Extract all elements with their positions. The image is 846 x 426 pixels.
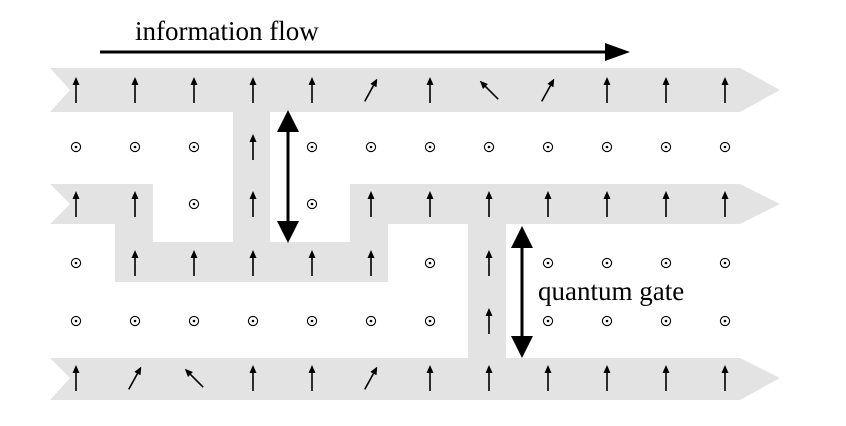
- out-of-plane-spin-icon: [70, 257, 82, 269]
- spin-up-arrow-icon: [662, 365, 670, 391]
- out-of-plane-spin-icon: [483, 141, 495, 153]
- spin-up-arrow-icon: [603, 77, 611, 103]
- spin-up-arrow-icon: [190, 77, 198, 103]
- information-flow-arrow: [100, 43, 630, 61]
- out-of-plane-spin-icon: [719, 315, 731, 327]
- out-of-plane-spin-icon: [424, 141, 436, 153]
- quantum-gate-label: quantum gate: [538, 276, 685, 306]
- out-of-plane-spin-icon: [542, 315, 554, 327]
- out-of-plane-spin-icon: [424, 257, 436, 269]
- spin-lattice: [70, 77, 731, 391]
- tilted-left-arrow-icon: [184, 368, 204, 388]
- out-of-plane-spin-icon: [719, 257, 731, 269]
- out-of-plane-spin-icon: [306, 141, 318, 153]
- band-middle-channel: [50, 184, 780, 282]
- out-of-plane-spin-icon: [424, 315, 436, 327]
- spin-up-arrow-icon: [308, 77, 316, 103]
- out-of-plane-spin-icon: [365, 315, 377, 327]
- band-top-connector: [233, 108, 270, 188]
- spin-up-arrow-icon: [485, 250, 493, 276]
- band-bottom-channel: [50, 358, 780, 400]
- spin-up-arrow-icon: [249, 77, 257, 103]
- spin-up-arrow-icon: [131, 77, 139, 103]
- out-of-plane-spin-icon: [70, 315, 82, 327]
- tilted-left-arrow-icon: [479, 80, 499, 100]
- spin-up-arrow-icon: [485, 191, 493, 217]
- qubit-channels: [50, 68, 780, 400]
- spin-up-arrow-icon: [544, 191, 552, 217]
- quantum-gate-double-arrow: [511, 226, 533, 358]
- spin-up-arrow-icon: [131, 191, 139, 217]
- spin-up-arrow-icon: [72, 77, 80, 103]
- spin-up-arrow-icon: [249, 250, 257, 276]
- out-of-plane-spin-icon: [129, 141, 141, 153]
- spin-up-arrow-icon: [72, 365, 80, 391]
- tilted-right-arrow-icon: [541, 78, 555, 102]
- out-of-plane-spin-icon: [70, 141, 82, 153]
- out-of-plane-spin-icon: [601, 315, 613, 327]
- spin-up-arrow-icon: [721, 191, 729, 217]
- spin-up-arrow-icon: [485, 365, 493, 391]
- spin-up-arrow-icon: [426, 365, 434, 391]
- spin-up-arrow-icon: [485, 308, 493, 334]
- spin-up-arrow-icon: [603, 365, 611, 391]
- spin-up-arrow-icon: [72, 191, 80, 217]
- out-of-plane-spin-icon: [306, 198, 318, 210]
- spin-up-arrow-icon: [308, 365, 316, 391]
- out-of-plane-spin-icon: [660, 257, 672, 269]
- tilted-right-arrow-icon: [364, 78, 378, 102]
- out-of-plane-spin-icon: [601, 141, 613, 153]
- out-of-plane-spin-icon: [601, 257, 613, 269]
- spin-up-arrow-icon: [367, 250, 375, 276]
- spin-up-arrow-icon: [131, 250, 139, 276]
- out-of-plane-spin-icon: [542, 141, 554, 153]
- spin-up-arrow-icon: [662, 77, 670, 103]
- spin-up-arrow-icon: [544, 365, 552, 391]
- spin-up-arrow-icon: [249, 134, 257, 160]
- out-of-plane-spin-icon: [660, 315, 672, 327]
- out-of-plane-spin-icon: [188, 141, 200, 153]
- spin-up-arrow-icon: [662, 191, 670, 217]
- out-of-plane-spin-icon: [719, 141, 731, 153]
- out-of-plane-spin-icon: [188, 315, 200, 327]
- spin-up-arrow-icon: [190, 250, 198, 276]
- spin-up-arrow-icon: [426, 77, 434, 103]
- out-of-plane-spin-icon: [247, 315, 259, 327]
- information-flow-label: information flow: [135, 16, 319, 46]
- out-of-plane-spin-icon: [188, 198, 200, 210]
- spin-up-arrow-icon: [426, 191, 434, 217]
- out-of-plane-spin-icon: [306, 315, 318, 327]
- band-lower-connector: [468, 220, 506, 362]
- tilted-right-arrow-icon: [364, 366, 378, 390]
- spin-up-arrow-icon: [308, 250, 316, 276]
- out-of-plane-spin-icon: [129, 315, 141, 327]
- out-of-plane-spin-icon: [660, 141, 672, 153]
- spin-up-arrow-icon: [721, 77, 729, 103]
- spin-up-arrow-icon: [367, 191, 375, 217]
- band-top-channel: [50, 68, 780, 112]
- spin-up-arrow-icon: [249, 191, 257, 217]
- spin-up-arrow-icon: [603, 191, 611, 217]
- annotation-arrows: [100, 43, 630, 358]
- out-of-plane-spin-icon: [542, 257, 554, 269]
- spin-up-arrow-icon: [249, 365, 257, 391]
- tilted-right-arrow-icon: [128, 366, 142, 390]
- double-arrow-upper: [277, 110, 299, 243]
- out-of-plane-spin-icon: [365, 141, 377, 153]
- spin-up-arrow-icon: [721, 365, 729, 391]
